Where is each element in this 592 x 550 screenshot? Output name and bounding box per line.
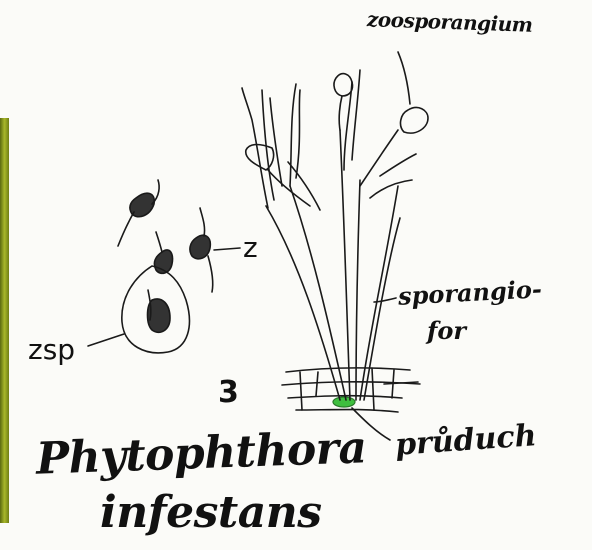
label-sporangiofor-line2: for [427,316,466,345]
pointer-zsp [88,334,124,346]
zoospores [118,180,213,292]
pointer-zoosporangium [398,52,410,104]
sporangium-top [334,74,353,96]
label-zsp: zsp [28,333,75,366]
figure-number: 3 [218,375,239,410]
pointer-z [214,248,240,250]
sporangium-right [401,108,428,133]
sporangium-left [246,145,274,171]
label-zoospore: z [243,231,258,264]
stoma [333,397,355,407]
title-species: infestans [100,487,322,538]
sporangiophore-bundle [242,70,416,400]
